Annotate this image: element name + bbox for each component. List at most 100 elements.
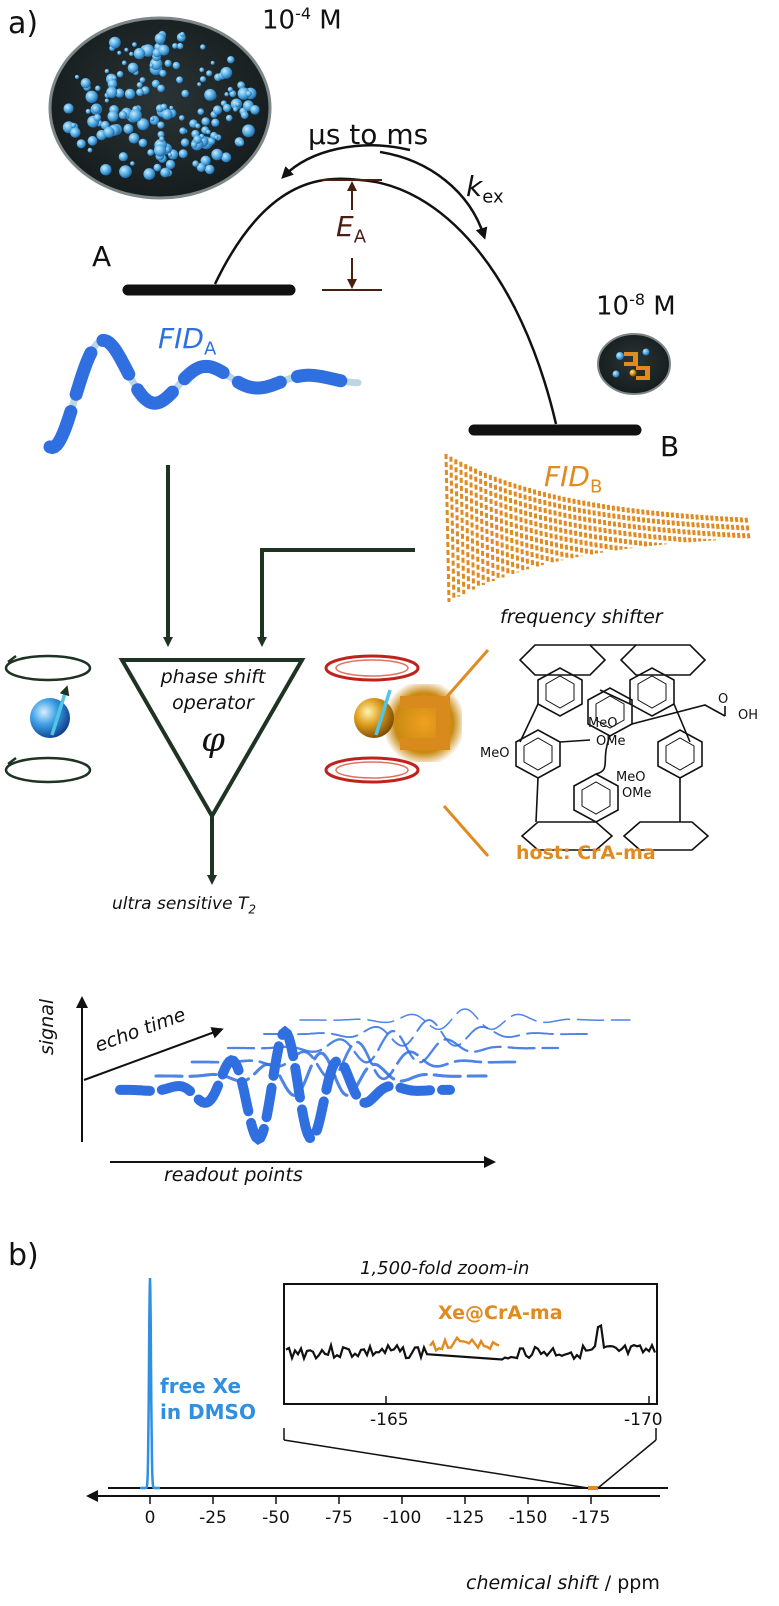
inset-tick-label-165: -165 [370, 1410, 409, 1430]
fid-b-stroke [552, 494, 559, 562]
xenon-bead [160, 167, 171, 178]
xenon-bead [229, 90, 237, 98]
xenon-bead [111, 75, 117, 81]
fid-b-stroke [695, 514, 702, 542]
xenon-bead [210, 60, 215, 65]
complex-label: Xe@CrA-ma [438, 1302, 563, 1324]
xenon-bead [181, 89, 189, 98]
xenon-bead [87, 147, 93, 153]
xenon-bead [193, 135, 202, 144]
fid-b-stroke [459, 461, 466, 595]
xenon-bead [127, 62, 139, 74]
xenon-bead [106, 86, 118, 98]
echo-curve [263, 1019, 595, 1047]
fid-b-stroke [710, 515, 717, 541]
xenon-bead [154, 33, 166, 44]
ppm-ticks [149, 1496, 592, 1504]
xenon-bead [159, 69, 167, 77]
xenon-bead [139, 77, 146, 83]
molecule-group-5: OMe [622, 786, 652, 801]
fid-b-stroke [488, 474, 495, 582]
fid-b-stroke [665, 511, 672, 545]
xenon-bead [205, 129, 211, 135]
ppm-tick-label: 0 [144, 1508, 156, 1528]
activation-energy-label: EA [336, 210, 366, 248]
xenon-bead [200, 44, 206, 50]
xenon-bead [197, 108, 205, 115]
xenon-bead [133, 47, 146, 60]
fid-b-stroke [626, 507, 633, 549]
xenon-bead [212, 105, 223, 115]
xenon-bead [129, 109, 142, 123]
xenon-bead [222, 103, 232, 113]
xenon-bead [225, 114, 233, 122]
molecule-group-4: MeO [616, 770, 646, 785]
fid-b-stroke [646, 509, 653, 547]
conc-high-unit: M [311, 5, 342, 36]
fid-b-stroke [685, 513, 692, 543]
free-xenon-line2: in DMSO [160, 1400, 256, 1424]
molecule-group-7: OH [738, 708, 759, 723]
fid-b-stroke [528, 488, 535, 568]
xenon-bead [91, 104, 101, 114]
inset-tick-label-170: -170 [624, 1410, 663, 1430]
xenon-bead [180, 138, 190, 147]
fid-b-stroke [454, 459, 461, 597]
xenon-bead [85, 108, 91, 114]
xenon-bead [136, 88, 144, 97]
fid-b-signal [444, 453, 751, 603]
echo-curve [154, 1051, 488, 1097]
zoom-title: 1,500-fold zoom-in [360, 1258, 530, 1279]
ea-symbol: E [336, 210, 354, 243]
conc-low-base: 10 [596, 291, 630, 322]
xenon-bead [132, 42, 137, 47]
xenon-bead [138, 138, 148, 148]
molecule-group-1: MeO [588, 716, 618, 731]
spectrum-plot [86, 1277, 668, 1504]
exchange-rate-label: kex [466, 170, 504, 208]
xenon-bead [204, 88, 217, 101]
timescale-label: μs to ms [308, 118, 429, 151]
xenon-bead [191, 141, 198, 148]
xenon-bead [85, 90, 98, 104]
ea-subscript: A [353, 226, 367, 248]
readout-axis-label: readout points [164, 1164, 303, 1186]
fid-b-stroke [641, 509, 648, 547]
fid-b-stroke [739, 517, 746, 539]
xenon-bead [201, 117, 210, 126]
fid-b-stroke [705, 515, 712, 541]
xenon-bead [196, 162, 206, 172]
xenon-bead [242, 124, 255, 138]
xenon-bead [224, 92, 229, 97]
fid-b-stroke [493, 476, 500, 580]
xenon-bead [179, 127, 187, 135]
kex-symbol: k [466, 170, 483, 203]
ppm-tick-label: -175 [571, 1508, 611, 1528]
fid-b-stroke [478, 470, 485, 586]
xenon-bead [124, 47, 129, 53]
fid-b-stroke [715, 515, 721, 541]
ppm-tick-label: -25 [199, 1508, 227, 1528]
echo-curve [115, 1025, 455, 1146]
xenon-bead [74, 74, 80, 80]
xenon-bead [87, 135, 98, 146]
fid-b-stroke [567, 497, 574, 559]
fid-b-stroke [597, 503, 603, 553]
fid-a-main: FID [158, 322, 204, 355]
fid-b-stroke [449, 456, 456, 600]
output-sub: 2 [248, 902, 256, 917]
xenon-bead [107, 79, 118, 89]
xenon-bead [136, 82, 143, 88]
fid-b-stroke [592, 502, 598, 554]
xenon-bead [197, 82, 202, 87]
xenon-bead [204, 164, 215, 175]
xenon-bead [95, 85, 101, 92]
xenon-bead [199, 67, 205, 73]
fid-b-stroke [562, 496, 569, 560]
fid-b-stroke [464, 464, 471, 592]
fid-b-stroke [469, 466, 476, 590]
exchange-arrow-forward [379, 150, 488, 240]
conc-high-base: 10 [262, 5, 296, 36]
fid-b-stroke [518, 485, 525, 571]
